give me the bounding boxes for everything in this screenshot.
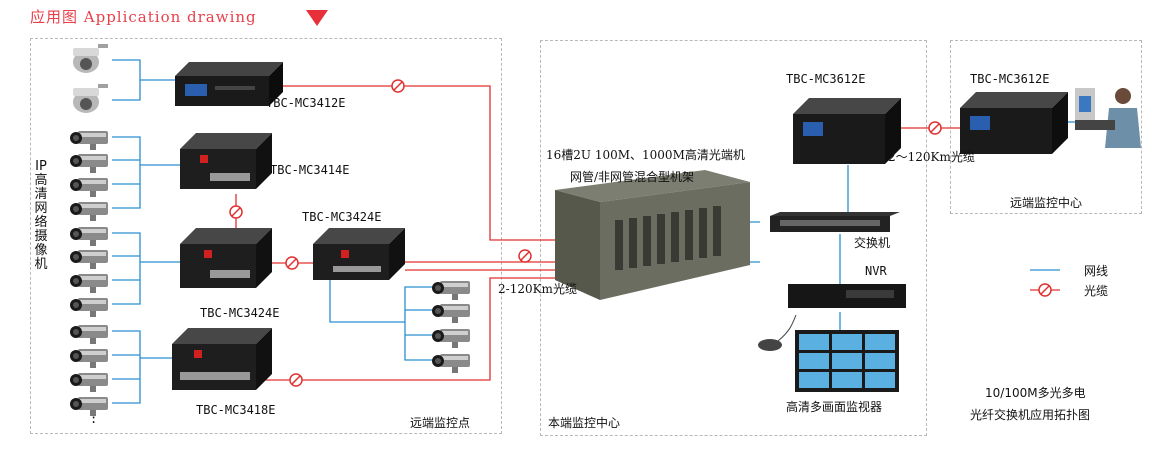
mc3612e-remote-device (960, 92, 1068, 154)
chassis-rack-device (555, 170, 750, 300)
label-fiber-long: 2～120Km光缆 (888, 150, 975, 164)
mc3424e-center-device (180, 228, 272, 288)
label-mc3612e-remote: TBC-MC3612E (970, 72, 1050, 86)
label-chassis-line1: 16槽2U 100M、1000M高清光端机 (546, 148, 745, 162)
page-title: 应用图 Application drawing (30, 8, 257, 26)
label-mc3418e: TBC-MC3418E (196, 403, 276, 417)
ip-camera-group-right (432, 281, 470, 373)
workstation-operator (1075, 88, 1141, 148)
down-triangle-icon (306, 10, 328, 26)
label-switch: 交换机 (854, 236, 891, 250)
mc3424e-right-device (313, 228, 405, 280)
zone-label-local-center: 本端监控中心 (548, 416, 621, 430)
legend-fiber-label: 光缆 (1084, 284, 1109, 298)
label-fiber-short: 2-120Km光缆 (498, 282, 577, 296)
nvr-device (788, 284, 906, 308)
label-nvr: NVR (865, 264, 887, 278)
legend-network-label: 网线 (1084, 264, 1109, 278)
mc3418e-device (172, 328, 272, 390)
remote-points-zone (30, 38, 502, 434)
zone-label-remote-points: 远端监控点 (410, 416, 471, 430)
mouse-icon (758, 314, 797, 351)
mc3414e-device (180, 133, 272, 189)
multi-screen-monitor (795, 330, 899, 392)
caption-line2: 光纤交换机应用拓扑图 (970, 408, 1091, 422)
mc3612e-local-device (793, 98, 901, 164)
dome-camera (73, 44, 108, 73)
label-monitor: 高清多画面监视器 (786, 400, 883, 414)
remote-center-zone (950, 40, 1142, 214)
local-center-zone (540, 40, 927, 436)
network-switch-device (770, 212, 900, 232)
label-mc3424e-right: TBC-MC3424E (302, 210, 382, 224)
label-mc3412e: TBC-MC3412E (266, 96, 346, 110)
mc3412e-device (175, 62, 283, 106)
zone-label-remote-center: 远端监控中心 (1010, 196, 1083, 210)
label-ip-cameras: IP高清网络摄像机 (34, 159, 48, 272)
dome-camera (73, 84, 108, 113)
label-mc3414e: TBC-MC3414E (270, 163, 350, 177)
label-mc3424e-center: TBC-MC3424E (200, 306, 280, 320)
caption-line1: 10/100M多光多电 (985, 386, 1086, 400)
ip-camera-group (70, 131, 108, 416)
more-cameras-indicator: : (90, 412, 98, 426)
label-mc3612e-local: TBC-MC3612E (786, 72, 866, 86)
label-chassis-line2: 网管/非网管混合型机架 (570, 170, 695, 184)
